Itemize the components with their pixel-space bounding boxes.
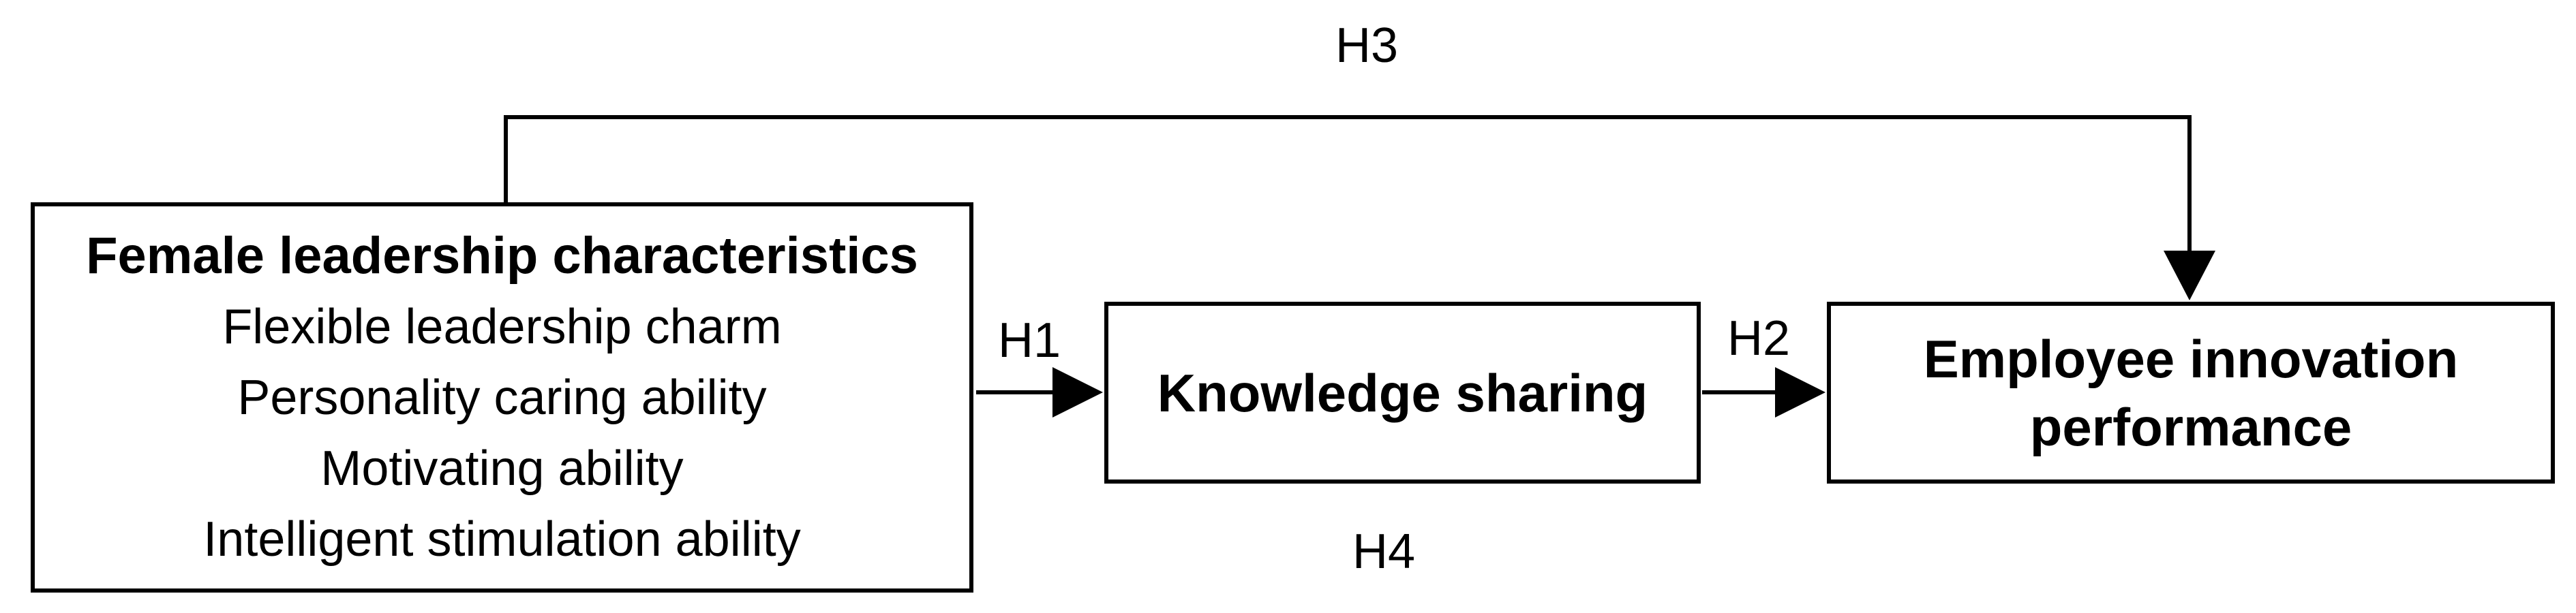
- right-box-title-line2: performance: [2029, 396, 2352, 457]
- h1-label: H1: [997, 313, 1061, 368]
- h3-label: H3: [1335, 18, 1399, 73]
- h2-arrowhead-right-icon: [1775, 367, 1825, 418]
- left-box-item-intelligent-stimulation-ability: Intelligent stimulation ability: [203, 512, 801, 567]
- left-box-title: Female leadership characteristics: [86, 226, 918, 285]
- h3-arrowhead-down-icon: [2164, 251, 2215, 300]
- knowledge-sharing-box: Knowledge sharing: [1104, 302, 1701, 484]
- h2-label: H2: [1727, 311, 1791, 366]
- left-box-item-personality-caring-ability: Personality caring ability: [237, 370, 767, 425]
- h3-connector-line: [504, 115, 2192, 255]
- h1-arrowhead-right-icon: [1052, 367, 1103, 418]
- h4-label: H4: [1352, 524, 1416, 579]
- middle-box-title: Knowledge sharing: [1157, 362, 1648, 423]
- right-box-title-line1: Employee innovation: [1923, 328, 2459, 389]
- female-leadership-characteristics-box: Female leadership characteristics Flexib…: [31, 202, 973, 593]
- left-box-item-motivating-ability: Motivating ability: [320, 441, 684, 496]
- employee-innovation-performance-box: Employee innovation performance: [1827, 302, 2555, 484]
- left-box-item-flexible-leadership-charm: Flexible leadership charm: [222, 299, 782, 354]
